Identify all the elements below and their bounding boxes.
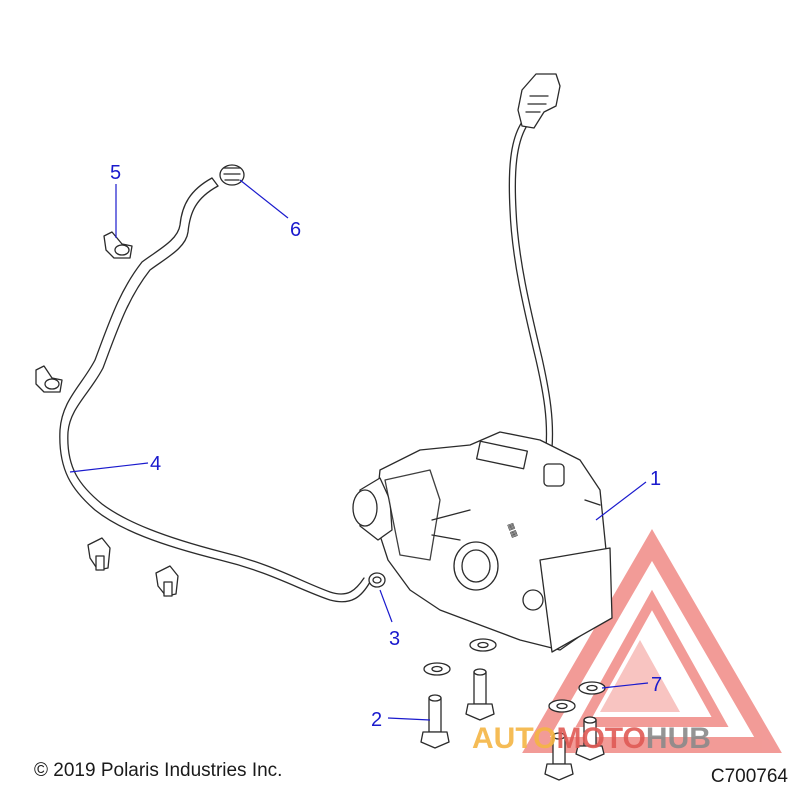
hose-clip-upper xyxy=(103,231,133,259)
callout-5: 5 xyxy=(110,162,121,184)
watermark-logo xyxy=(522,529,782,753)
hose-clip-lower-left xyxy=(87,537,111,571)
leader-lines xyxy=(69,179,649,721)
leader-4 xyxy=(69,462,149,473)
callout-4: 4 xyxy=(150,453,161,475)
bolt-3 xyxy=(575,716,605,761)
mounting-bolts xyxy=(420,668,605,781)
front-gearcase: ▦▦ xyxy=(352,431,613,653)
leader-3 xyxy=(379,589,393,623)
leader-7 xyxy=(601,682,649,689)
callout-2: 2 xyxy=(371,709,382,731)
callout-3: 3 xyxy=(389,628,400,650)
callout-labels: 1 2 3 4 5 6 7 xyxy=(110,162,662,731)
leader-6 xyxy=(239,179,289,219)
washer-set xyxy=(423,638,606,713)
callout-7: 7 xyxy=(651,674,662,696)
leader-2 xyxy=(387,717,431,721)
bolt-1 xyxy=(420,694,450,749)
vent-cap xyxy=(219,164,245,186)
hose-clip-lower-right xyxy=(155,565,179,597)
hose-end-fitting xyxy=(368,572,386,588)
vent-hose xyxy=(59,177,371,603)
watermark-wordmark: AUTOMOTOHUB xyxy=(472,722,711,755)
callout-1: 1 xyxy=(650,468,661,490)
drawing-number: C700764 xyxy=(710,766,788,787)
svg-text:AUTOMOTOHUB: AUTOMOTOHUB xyxy=(472,722,711,755)
leader-1 xyxy=(595,481,647,521)
hose-clip-left xyxy=(35,365,63,393)
callout-6: 6 xyxy=(290,219,301,241)
copyright-notice: © 2019 Polaris Industries Inc. xyxy=(34,760,283,781)
bolt-4 xyxy=(544,732,574,781)
bolt-2 xyxy=(465,668,495,721)
sensor-harness xyxy=(508,73,561,449)
